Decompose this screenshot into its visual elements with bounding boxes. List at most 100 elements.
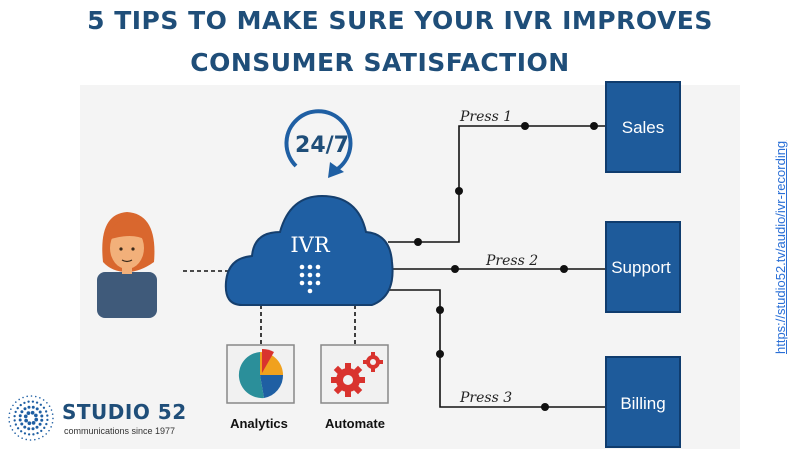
junction-dots xyxy=(414,122,598,411)
analytics-tool: Analytics xyxy=(226,344,295,431)
logo-dot xyxy=(25,438,28,441)
press-3-line xyxy=(376,289,606,408)
logo-dot xyxy=(35,401,39,404)
logo-dot xyxy=(38,410,42,414)
logo-dot xyxy=(31,400,35,403)
logo-dot xyxy=(23,432,27,435)
title-line-2: CONSUMER SATISFACTION xyxy=(190,48,570,77)
automate-label: Automate xyxy=(325,416,385,431)
logo-dot xyxy=(19,403,22,407)
logo-dot xyxy=(51,421,54,424)
logo-dot xyxy=(20,422,24,426)
logo-dot xyxy=(39,403,42,406)
logo-dot xyxy=(12,404,14,407)
logo-dot xyxy=(30,410,35,415)
junction-dot xyxy=(541,403,549,411)
logo-dot xyxy=(8,416,10,419)
press-2-label: Press 2 xyxy=(485,253,538,269)
logo-dot xyxy=(20,410,24,414)
connector-lines xyxy=(183,125,606,408)
support-label: Support xyxy=(611,258,671,277)
junction-dot xyxy=(560,265,568,273)
logo-dot xyxy=(14,423,18,426)
title-line-1: 5 TIPS TO MAKE SURE YOUR IVR IMPROVES xyxy=(87,6,713,35)
logo-dot xyxy=(50,409,53,411)
logo-dot xyxy=(27,405,31,409)
logo-dot xyxy=(48,429,50,432)
logo-dot xyxy=(17,435,20,437)
keypad-icon xyxy=(299,264,321,294)
logo-dot xyxy=(23,414,28,419)
press-1-line xyxy=(388,125,606,243)
logo-dot xyxy=(36,431,39,435)
logo-dot xyxy=(14,432,16,435)
logo-dot xyxy=(27,400,30,403)
logo-dot xyxy=(44,410,48,413)
logo-dot xyxy=(27,433,31,436)
junction-dot xyxy=(451,265,459,273)
studio52-logo: STUDIO 52 communications since 1977 xyxy=(4,392,214,444)
billing-box: Billing xyxy=(605,356,681,448)
logo-dot xyxy=(27,427,31,431)
support-box: Support xyxy=(605,221,681,313)
logo-dot xyxy=(35,425,39,429)
ivr-label: IVR xyxy=(290,233,330,257)
logo-dot xyxy=(34,417,39,422)
logo-dot xyxy=(38,422,42,426)
logo-dot xyxy=(14,410,17,414)
logo-dot xyxy=(46,401,48,404)
logo-dot xyxy=(20,430,23,433)
junction-dot xyxy=(436,306,444,314)
logo-dot xyxy=(13,419,16,422)
automate-tool: Automate xyxy=(320,344,389,431)
logo-dot xyxy=(31,421,36,425)
logo-dot xyxy=(51,413,54,415)
starburst-logo-icon xyxy=(8,395,54,441)
logo-dot xyxy=(30,395,33,397)
logo-dot xyxy=(10,408,12,410)
logo-dot xyxy=(13,414,16,418)
side-link-container: https://studio52.tv/audio/ivr-recording xyxy=(765,96,795,356)
press-3-label: Press 3 xyxy=(459,390,512,406)
availability-label: 24/7 xyxy=(295,133,349,158)
availability-icon: 24/7 xyxy=(284,109,353,178)
logo-dot xyxy=(46,414,49,417)
logo-dot xyxy=(34,438,36,441)
logo-dot xyxy=(40,414,44,418)
logo-name: STUDIO 52 xyxy=(62,400,187,424)
logo-dot xyxy=(35,407,39,411)
sales-box: Sales xyxy=(605,81,681,173)
logo-dot xyxy=(16,427,20,430)
logo-dot xyxy=(23,401,26,405)
logo-dot xyxy=(42,399,45,401)
analytics-label: Analytics xyxy=(230,416,288,431)
billing-label: Billing xyxy=(620,394,665,413)
junction-dot xyxy=(436,350,444,358)
logo-dot xyxy=(18,418,22,422)
junction-dot xyxy=(455,187,463,195)
logo-dot xyxy=(23,407,27,411)
logo-dot xyxy=(34,395,37,398)
junction-dot xyxy=(414,238,422,246)
logo-dot xyxy=(38,437,40,440)
logo-dot xyxy=(8,412,11,415)
logo-dot xyxy=(9,425,12,427)
logo-dot xyxy=(40,429,43,433)
logo-dot xyxy=(52,417,54,420)
logo-dot xyxy=(42,435,44,438)
logo-dot xyxy=(39,397,41,399)
logo-dot xyxy=(46,418,49,422)
logo-dot xyxy=(26,411,31,415)
logo-dot xyxy=(45,433,48,435)
logo-dot xyxy=(22,396,24,399)
junction-dot xyxy=(521,122,529,130)
gears-icon xyxy=(331,352,383,397)
logo-dot xyxy=(29,439,32,441)
logo-dot xyxy=(45,422,48,426)
logo-dot xyxy=(43,426,46,429)
logo-tagline: communications since 1977 xyxy=(64,426,176,436)
logo-dot xyxy=(8,421,11,423)
studio52-link[interactable]: https://studio52.tv/audio/ivr-recording xyxy=(773,140,788,354)
